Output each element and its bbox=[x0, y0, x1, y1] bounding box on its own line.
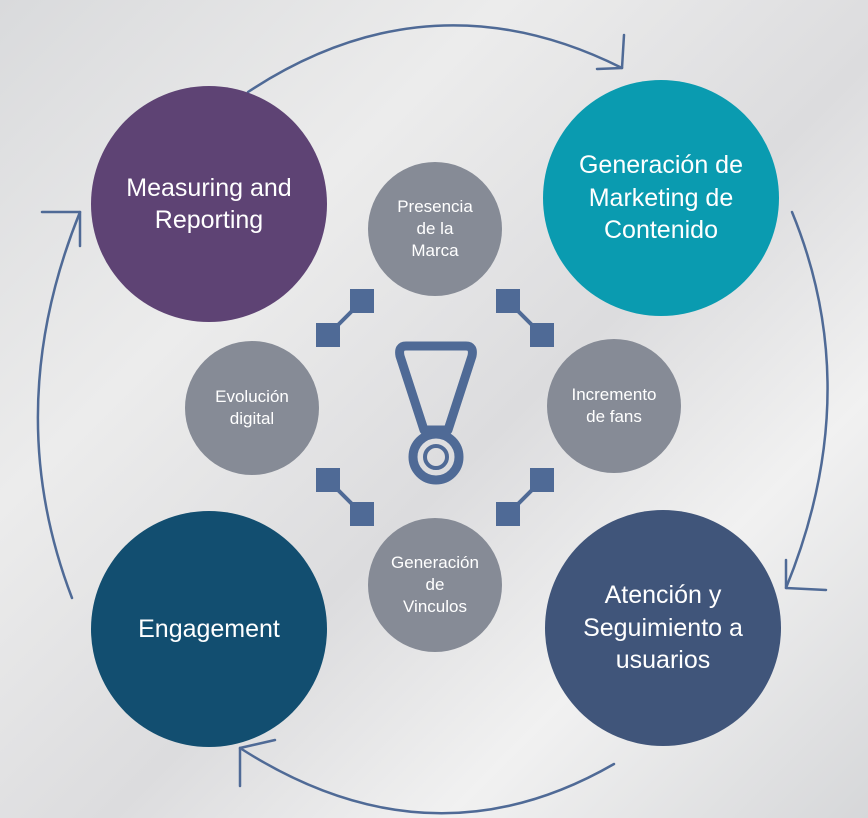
node-generacion-contenido: Generación de Marketing de Contenido bbox=[543, 80, 779, 316]
exclamation-icon bbox=[395, 341, 477, 485]
node-engagement: Engagement bbox=[91, 511, 327, 747]
arrowhead-left bbox=[40, 210, 82, 248]
node-generacion-label: Generación de Marketing de Contenido bbox=[578, 151, 743, 245]
arrow-left bbox=[36, 210, 82, 600]
node-engagement-label: Engagement bbox=[138, 614, 280, 643]
node-atencion-label: Atención y Seguimiento a usuarios bbox=[583, 581, 743, 675]
node-generacion-vinculos: Generación de Vinculos bbox=[368, 518, 502, 652]
node-atencion-seguimiento: Atención y Seguimiento a usuarios bbox=[545, 510, 781, 746]
arrow-right bbox=[784, 210, 829, 590]
node-measuring-reporting: Measuring and Reporting bbox=[91, 86, 327, 322]
arrow-bottom bbox=[238, 746, 616, 815]
arrowhead-bottom bbox=[238, 738, 277, 788]
node-presencia-label: Presencia de la Marca bbox=[397, 196, 473, 261]
node-evolucion-label: Evolución digital bbox=[215, 386, 289, 428]
node-evolucion-digital: Evolución digital bbox=[185, 341, 319, 475]
node-incremento-fans: Incremento de fans bbox=[547, 339, 681, 473]
arrowhead-top bbox=[595, 33, 626, 71]
arrowhead-right bbox=[784, 558, 828, 592]
node-vinculos-label: Generación de Vinculos bbox=[391, 552, 479, 617]
node-incremento-label: Incremento de fans bbox=[571, 384, 657, 426]
node-measuring-label: Measuring and Reporting bbox=[126, 173, 292, 235]
arrow-top bbox=[246, 24, 624, 94]
node-presencia-marca: Presencia de la Marca bbox=[368, 162, 502, 296]
